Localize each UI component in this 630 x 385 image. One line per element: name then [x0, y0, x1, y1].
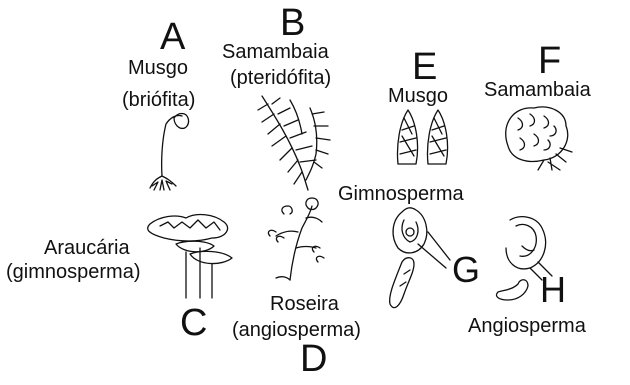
gymnosperm-ovule-drawing [390, 208, 450, 308]
fern-prothallus-drawing [506, 107, 572, 170]
moss-sporophyte-drawing [150, 114, 189, 191]
angiosperm-ovule-drawing [496, 217, 552, 300]
araucaria-tree-drawing [148, 215, 232, 298]
fern-frond-drawing [258, 96, 330, 190]
moss-gametophyte-drawing [397, 110, 447, 164]
rose-branch-drawing [268, 198, 324, 280]
